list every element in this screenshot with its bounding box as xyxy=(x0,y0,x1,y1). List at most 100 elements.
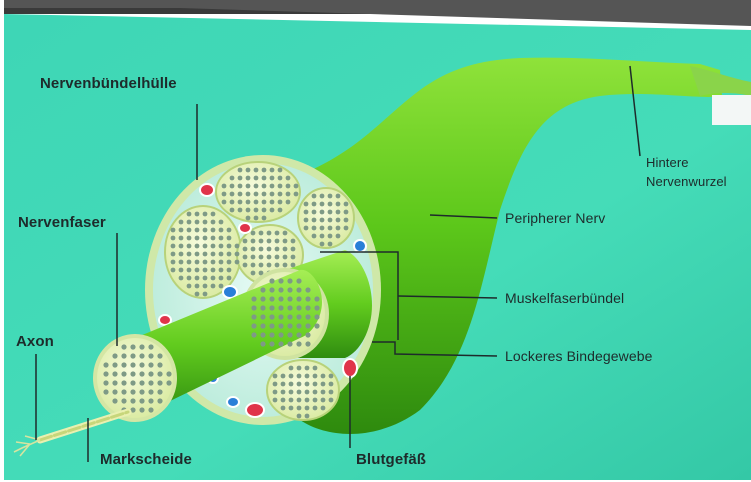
axon-dot xyxy=(269,278,274,283)
axon-dot xyxy=(227,244,232,249)
axon-dot xyxy=(187,212,192,217)
axon-dot xyxy=(278,341,283,346)
axon-dot xyxy=(275,231,280,236)
axon-dot xyxy=(148,398,153,403)
axon-dot xyxy=(287,341,292,346)
axon-dot xyxy=(328,226,333,231)
axon-dot xyxy=(171,260,176,265)
axon-dot xyxy=(328,210,333,215)
axon-dot xyxy=(103,362,108,367)
label-nervenfaser: Nervenfaser xyxy=(18,215,106,231)
axon-dot xyxy=(273,382,278,387)
axon-dot xyxy=(130,353,135,358)
axon-dot xyxy=(179,260,184,265)
axon-dot xyxy=(297,390,302,395)
axon-dot xyxy=(305,305,310,310)
axon-dot xyxy=(227,228,232,233)
axon-dot xyxy=(121,344,126,349)
axon-dot xyxy=(273,374,278,379)
axon-dot xyxy=(305,382,310,387)
axon-dot xyxy=(130,371,135,376)
axon-dot xyxy=(157,380,162,385)
axon-dot xyxy=(294,184,299,189)
axon-dot xyxy=(289,390,294,395)
axon-dot xyxy=(320,194,325,199)
axon-dot xyxy=(278,332,283,337)
axon-dot xyxy=(259,239,264,244)
axon-dot xyxy=(269,296,274,301)
axon-dot xyxy=(269,323,274,328)
axon-dot xyxy=(321,374,326,379)
axon-dot xyxy=(139,353,144,358)
axon-dot xyxy=(336,226,341,231)
axon-dot xyxy=(130,362,135,367)
axon-dot xyxy=(227,268,232,273)
axon-dot xyxy=(171,236,176,241)
axon-dot xyxy=(305,374,310,379)
axon-dot xyxy=(235,260,240,265)
axon-dot xyxy=(329,390,334,395)
axon-dot xyxy=(291,247,296,252)
axon-dot xyxy=(251,314,256,319)
axon-dot xyxy=(321,390,326,395)
axon-dot xyxy=(297,414,302,419)
axon-dot xyxy=(260,287,265,292)
axon-dot xyxy=(336,218,341,223)
axon-dot xyxy=(270,192,275,197)
axon-dot xyxy=(219,228,224,233)
axon-dot xyxy=(329,398,334,403)
axon-dot xyxy=(270,168,275,173)
axon-dot xyxy=(275,263,280,268)
axon-dot xyxy=(278,287,283,292)
axon-dot xyxy=(320,226,325,231)
axon-dot xyxy=(171,228,176,233)
axon-dot xyxy=(195,260,200,265)
axon-dot xyxy=(166,380,171,385)
axon-dot xyxy=(211,236,216,241)
axon-dot xyxy=(130,389,135,394)
axon-dot xyxy=(296,341,301,346)
axon-dot xyxy=(294,192,299,197)
axon-dot xyxy=(238,200,243,205)
axon-dot xyxy=(148,407,153,412)
axon-dot xyxy=(254,200,259,205)
axon-dot xyxy=(130,398,135,403)
axon-dot xyxy=(262,208,267,213)
axon-dot xyxy=(211,284,216,289)
axon-dot xyxy=(139,389,144,394)
axon-dot xyxy=(171,252,176,257)
axon-dot xyxy=(313,366,318,371)
axon-dot xyxy=(254,208,259,213)
axon-dot xyxy=(262,184,267,189)
axon-dot xyxy=(195,244,200,249)
axon-dot xyxy=(304,226,309,231)
axon-dot xyxy=(304,218,309,223)
axon-dot xyxy=(328,234,333,239)
axon-dot xyxy=(267,231,272,236)
axon-dot xyxy=(251,255,256,260)
axon-dot xyxy=(269,287,274,292)
axon-dot xyxy=(270,184,275,189)
axon-dot xyxy=(344,226,349,231)
axon-dot xyxy=(260,332,265,337)
axon-dot xyxy=(312,202,317,207)
axon-dot xyxy=(179,276,184,281)
axon-dot xyxy=(219,244,224,249)
axon-dot xyxy=(203,268,208,273)
axon-dot xyxy=(291,263,296,268)
axon-dot xyxy=(305,398,310,403)
axon-dot xyxy=(278,305,283,310)
axon-dot xyxy=(297,406,302,411)
axon-dot xyxy=(251,263,256,268)
axon-dot xyxy=(219,260,224,265)
axon-dot xyxy=(260,296,265,301)
axon-dot xyxy=(139,344,144,349)
axon-dot xyxy=(297,366,302,371)
axon-dot xyxy=(254,216,259,221)
axon-dot xyxy=(305,314,310,319)
label-hintere-line1: Hintere xyxy=(646,155,689,171)
axon-dot xyxy=(286,192,291,197)
axon-dot xyxy=(289,374,294,379)
axon-dot xyxy=(313,382,318,387)
